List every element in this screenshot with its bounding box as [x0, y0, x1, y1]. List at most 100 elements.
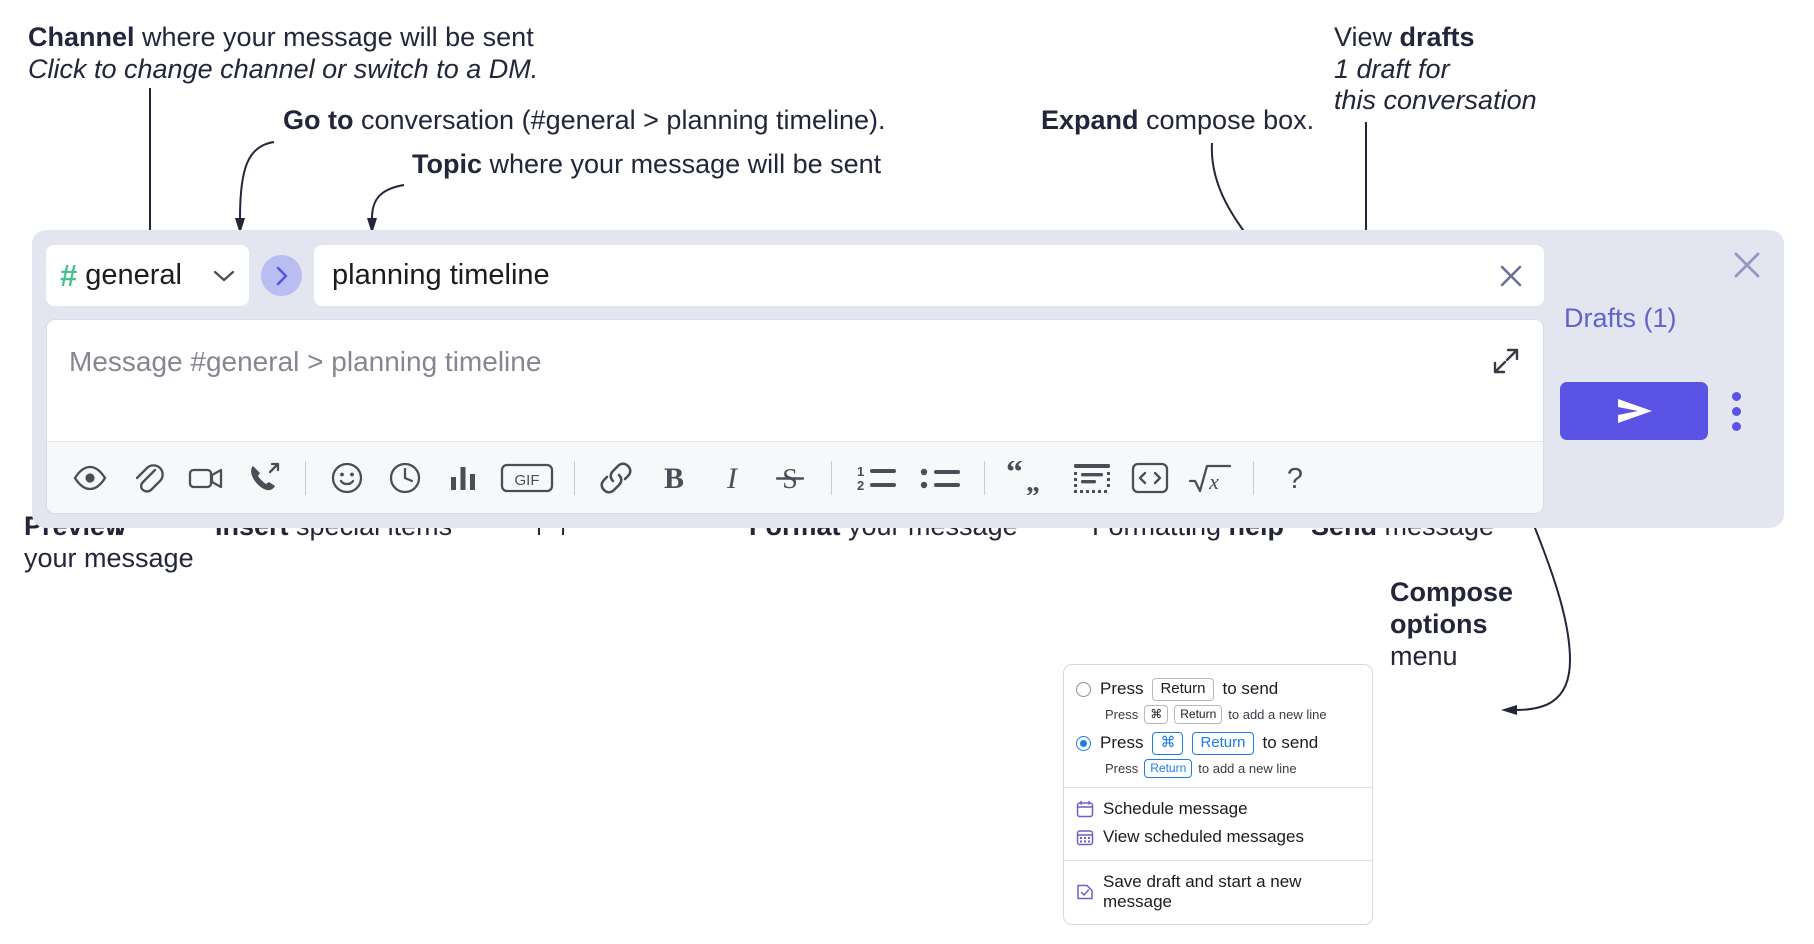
svg-text:x: x [1208, 469, 1219, 494]
toolbar-separator [305, 460, 306, 495]
expand-icon [1493, 348, 1519, 374]
toolbar-separator [1253, 460, 1254, 495]
send-button[interactable] [1560, 382, 1708, 440]
annotation-expand-rest: compose box. [1138, 105, 1315, 135]
annotation-drafts: View drafts [1334, 22, 1475, 54]
send-option-cmd-return-sub: Press Return to add a new line [1105, 758, 1360, 778]
menu-item-view-scheduled-label: View scheduled messages [1103, 826, 1304, 846]
menu-item-schedule-message-label: Schedule message [1103, 798, 1248, 818]
svg-text:“: “ [1006, 461, 1023, 491]
annotation-goto: Go to conversation (#general > planning … [283, 105, 886, 137]
svg-text:GIF: GIF [515, 472, 540, 489]
compose-options-menu: Press Return to send Press ⌘ Return to a… [1063, 664, 1373, 925]
channel-name-label: general [85, 259, 182, 291]
preview-icon[interactable] [67, 455, 113, 501]
drafts-link[interactable]: Drafts (1) [1564, 303, 1677, 333]
menu-divider [1064, 786, 1372, 788]
annotation-preview-line2: your message [24, 543, 194, 573]
svg-text:2: 2 [857, 478, 864, 493]
compose-header-row: # general planning timeline [46, 244, 1544, 307]
panel-close-button[interactable] [1730, 248, 1764, 287]
toolbar-separator [984, 460, 985, 495]
key-return: Return [1144, 758, 1193, 778]
blockquote-icon[interactable]: “„ [1003, 455, 1057, 501]
code-icon[interactable] [1127, 455, 1173, 501]
key-command: ⌘ [1144, 704, 1169, 724]
send-option-return-sub-post: to add a new line [1228, 706, 1327, 722]
send-option-cmd-return-pre: Press [1100, 733, 1144, 753]
bold-icon[interactable]: B [651, 455, 697, 501]
send-option-return-sub: Press ⌘ Return to add a new line [1105, 704, 1360, 724]
poll-icon[interactable] [440, 455, 486, 501]
calendar-list-icon [1076, 829, 1094, 845]
menu-divider [1064, 859, 1372, 861]
annotation-channel-bold: Channel [28, 22, 135, 52]
channel-selector[interactable]: # general [46, 245, 249, 306]
message-input-area[interactable]: Message #general > planning timeline [46, 319, 1544, 514]
goto-conversation-icon [276, 266, 287, 285]
attachment-icon[interactable] [125, 455, 171, 501]
annotation-drafts-normal: View [1334, 22, 1400, 52]
annotation-topic: Topic where your message will be sent [412, 149, 881, 181]
italic-icon[interactable]: I [709, 455, 755, 501]
annotation-drafts-sub2: this conversation [1334, 85, 1537, 115]
send-option-return-sub-pre: Press [1105, 706, 1139, 722]
send-option-return-post: to send [1222, 679, 1279, 699]
kebab-dot [1732, 422, 1741, 431]
annotation-channel-sub: Click to change channel or switch to a D… [28, 54, 539, 84]
send-option-return[interactable]: Press Return to send Press ⌘ Return to a… [1064, 675, 1372, 724]
annotation-compose-options-1: Compose [1390, 577, 1513, 609]
strikethrough-icon[interactable]: S [767, 455, 813, 501]
menu-item-schedule-message[interactable]: Schedule message [1064, 795, 1372, 823]
radio-return[interactable] [1076, 681, 1091, 697]
bulleted-list-icon[interactable] [914, 455, 966, 501]
send-option-cmd-return[interactable]: Press ⌘ Return to send Press Return to a… [1064, 729, 1372, 778]
annotation-compose-options-bold2: options [1390, 609, 1488, 639]
compose-main-column: # general planning timeline M [46, 244, 1544, 514]
compose-widget: # general planning timeline M [32, 230, 1784, 528]
audio-call-icon[interactable] [241, 455, 287, 501]
kebab-dot [1732, 392, 1741, 401]
help-icon[interactable]: ? [1272, 455, 1318, 501]
annotation-expand: Expand compose box. [1041, 105, 1314, 137]
menu-item-save-draft-label: Save draft and start a new message [1103, 871, 1302, 911]
emoji-icon[interactable] [324, 455, 370, 501]
topic-clear-button[interactable] [1494, 259, 1528, 293]
send-option-cmd-return-main: Press ⌘ Return to send [1076, 731, 1360, 755]
compose-options-button[interactable] [1732, 392, 1741, 431]
svg-text:I: I [726, 462, 739, 495]
gif-icon[interactable]: GIF [498, 455, 556, 501]
formatting-toolbar: GIF B I S [47, 441, 1543, 513]
code-block-icon[interactable] [1069, 455, 1115, 501]
svg-text:?: ? [1287, 463, 1303, 495]
svg-text:„: „ [1026, 467, 1040, 495]
message-placeholder: Message #general > planning timeline [69, 346, 542, 377]
annotation-goto-bold: Go to [283, 105, 354, 135]
annotation-drafts-sub1: 1 draft for [1334, 54, 1450, 84]
save-draft-icon [1077, 884, 1093, 899]
send-icon [1618, 399, 1652, 423]
radio-cmd-return[interactable] [1076, 735, 1091, 751]
send-option-cmd-return-sub-pre: Press [1105, 760, 1139, 776]
link-icon[interactable] [593, 455, 639, 501]
goto-conversation-button[interactable] [261, 255, 302, 296]
expand-compose-button[interactable] [1491, 346, 1521, 381]
video-icon[interactable] [183, 455, 229, 501]
annotation-compose-options-bold1: Compose [1390, 577, 1514, 607]
annotation-channel-rest: where your message will be sent [134, 22, 534, 52]
calendar-icon [1076, 800, 1094, 817]
clock-icon[interactable] [382, 455, 428, 501]
topic-value: planning timeline [332, 259, 550, 291]
key-return: Return [1174, 704, 1223, 724]
menu-item-view-scheduled[interactable]: View scheduled messages [1064, 823, 1372, 851]
menu-item-save-draft[interactable]: Save draft and start a new message [1064, 868, 1372, 916]
math-icon[interactable]: x [1185, 455, 1235, 501]
toolbar-separator [831, 460, 832, 495]
topic-input[interactable]: planning timeline [314, 245, 1544, 306]
svg-text:B: B [664, 462, 684, 495]
toolbar-separator [574, 460, 575, 495]
close-icon [1500, 265, 1522, 286]
compose-right-panel: Drafts (1) [1546, 230, 1784, 528]
